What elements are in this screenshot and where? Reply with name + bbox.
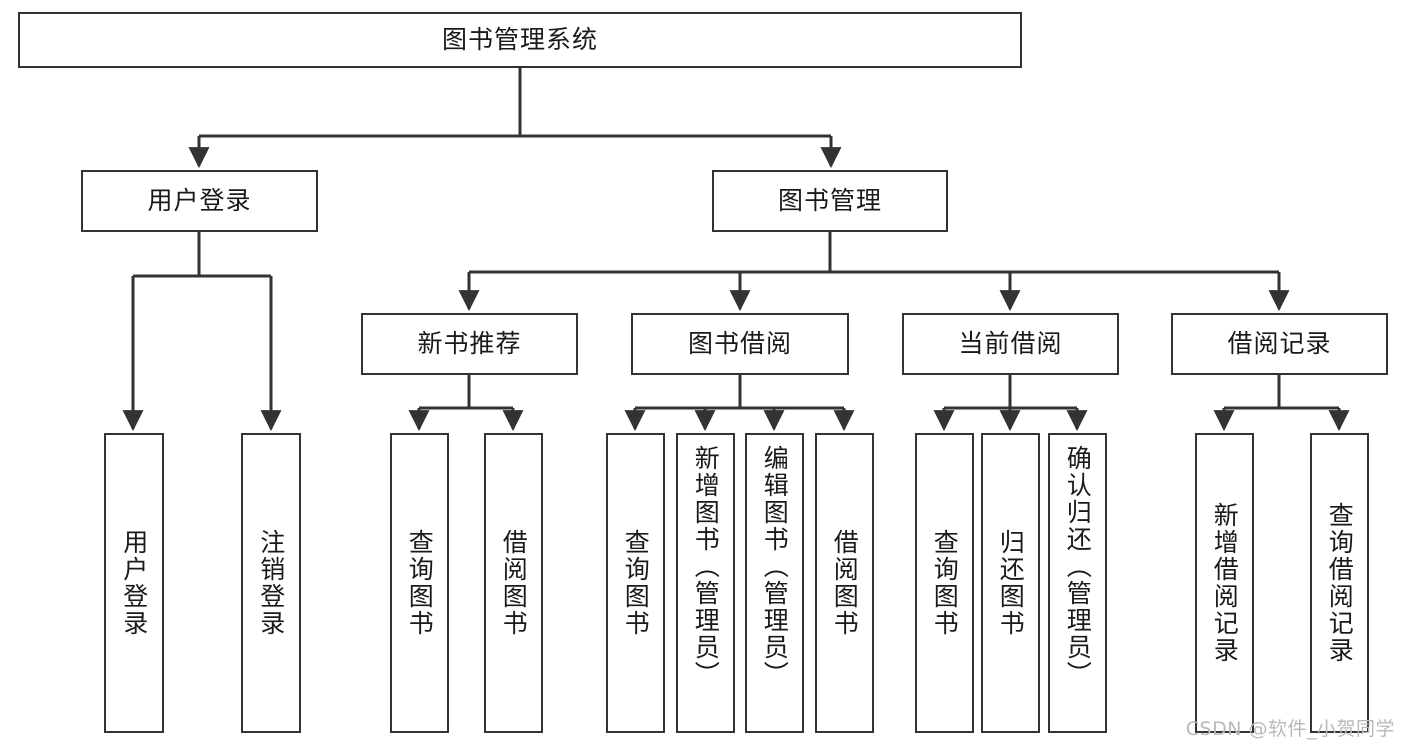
node-borrow-record[interactable]: 借阅记录	[1171, 313, 1388, 375]
leaf-bb-edit-book[interactable]: 编辑图书（管理员）	[745, 433, 804, 733]
leaf-logout[interactable]: 注销登录	[241, 433, 301, 733]
leaf-cb-confirm-return[interactable]: 确认归还（管理员）	[1048, 433, 1107, 733]
watermark: CSDN @软件_小贺同学	[1185, 718, 1395, 740]
leaf-bb-add-book[interactable]: 新增图书（管理员）	[676, 433, 735, 733]
node-book-management[interactable]: 图书管理	[712, 170, 948, 232]
leaf-bb-query-book[interactable]: 查询图书	[606, 433, 665, 733]
leaf-bb-edit-book-label: 编辑图书（管理员）	[760, 445, 790, 688]
leaf-nbr-query-book[interactable]: 查询图书	[390, 433, 449, 733]
leaf-br-add-record-label: 新增借阅记录	[1210, 502, 1240, 664]
leaf-cb-query-book[interactable]: 查询图书	[915, 433, 974, 733]
node-new-book-recommend-label: 新书推荐	[417, 329, 522, 359]
node-book-management-label: 图书管理	[777, 186, 882, 216]
leaf-nbr-borrow-book[interactable]: 借阅图书	[484, 433, 543, 733]
leaf-cb-return-book[interactable]: 归还图书	[981, 433, 1040, 733]
node-current-borrow[interactable]: 当前借阅	[902, 313, 1119, 375]
leaf-bb-add-book-label: 新增图书（管理员）	[691, 445, 721, 688]
leaf-bb-borrow-book[interactable]: 借阅图书	[815, 433, 874, 733]
node-borrow-record-label: 借阅记录	[1227, 329, 1332, 359]
leaf-logout-label: 注销登录	[256, 529, 286, 637]
leaf-bb-borrow-book-label: 借阅图书	[830, 529, 860, 637]
leaf-user-login[interactable]: 用户登录	[104, 433, 164, 733]
leaf-br-query-record[interactable]: 查询借阅记录	[1310, 433, 1369, 733]
leaf-nbr-borrow-book-label: 借阅图书	[499, 529, 529, 637]
node-root-label: 图书管理系统	[441, 25, 598, 55]
node-root[interactable]: 图书管理系统	[18, 12, 1022, 68]
node-user-login-label: 用户登录	[147, 186, 252, 216]
leaf-nbr-query-book-label: 查询图书	[405, 529, 435, 637]
node-book-borrow-label: 图书借阅	[687, 329, 792, 359]
node-new-book-recommend[interactable]: 新书推荐	[361, 313, 578, 375]
node-user-login[interactable]: 用户登录	[81, 170, 318, 232]
leaf-cb-query-book-label: 查询图书	[930, 529, 960, 637]
leaf-cb-return-book-label: 归还图书	[996, 529, 1026, 637]
node-book-borrow[interactable]: 图书借阅	[631, 313, 849, 375]
leaf-bb-query-book-label: 查询图书	[621, 529, 651, 637]
leaf-br-add-record[interactable]: 新增借阅记录	[1195, 433, 1254, 733]
leaf-user-login-label: 用户登录	[119, 529, 149, 637]
leaf-cb-confirm-return-label: 确认归还（管理员）	[1063, 445, 1093, 688]
leaf-br-query-record-label: 查询借阅记录	[1325, 502, 1355, 664]
node-current-borrow-label: 当前借阅	[958, 329, 1063, 359]
